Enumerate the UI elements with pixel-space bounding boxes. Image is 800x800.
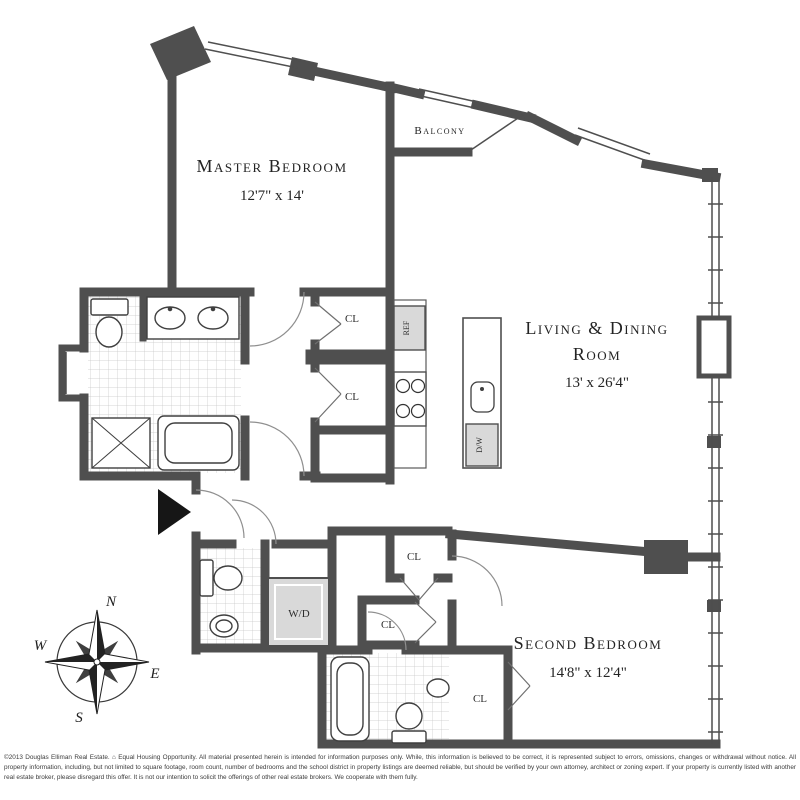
wall-blocks	[150, 26, 721, 612]
toilet-tank-icon	[391, 730, 427, 744]
compass-west-label: W	[34, 638, 48, 654]
kitchen-fixtures	[393, 299, 502, 469]
closet-label: CL	[473, 693, 487, 705]
compass-rose: N W E S	[34, 594, 160, 726]
bathtub-icon	[330, 656, 370, 742]
door-swings	[195, 113, 531, 711]
sink-icon	[426, 678, 450, 698]
toilet-bowl-icon	[95, 316, 123, 348]
toilet-bowl-icon	[213, 565, 243, 591]
master-bedroom-label: Master Bedroom	[196, 156, 347, 176]
toilet-bowl-icon	[395, 702, 423, 730]
island-sink-icon	[470, 381, 495, 413]
living-dining-dims: 13' x 26'4"	[565, 375, 629, 391]
second-bathroom-fixtures	[199, 559, 243, 638]
legal-disclaimer: ©2013 Douglas Elliman Real Estate. ⌂ Equ…	[4, 754, 796, 781]
master-bathroom-fixtures	[90, 296, 240, 471]
second-bedroom-label: Second Bedroom	[514, 633, 663, 653]
closet-label: CL	[345, 313, 359, 325]
balcony-label: Balcony	[414, 125, 465, 137]
toilet-tank-icon	[90, 298, 129, 316]
closet-label: CL	[407, 551, 421, 563]
refrigerator-label: REF	[402, 320, 411, 335]
compass-south-label: S	[75, 710, 83, 726]
washer-dryer-label: W/D	[288, 608, 309, 620]
room-labels: Master Bedroom 12'7" x 14' Balcony Livin…	[196, 125, 668, 705]
dishwasher-label: D/W	[475, 437, 484, 453]
living-dining-label-line1: Living & Dining	[525, 318, 668, 338]
master-bedroom-dims: 12'7" x 14'	[240, 188, 304, 204]
bathtub-icon	[157, 415, 240, 471]
closet-label: CL	[345, 391, 359, 403]
toilet-tank-icon	[199, 559, 214, 597]
third-bathroom-fixtures	[330, 656, 450, 744]
floor-plan-drawing: N W E S Master Bedroom 12'7" x 14' Balco…	[34, 26, 732, 749]
sink-icon	[209, 614, 239, 638]
second-bedroom-dims: 14'8" x 12'4"	[549, 665, 627, 681]
bay-window-box	[696, 315, 732, 379]
compass-north-label: N	[105, 594, 117, 610]
dishwasher-icon	[465, 423, 499, 467]
entry-arrow-icon	[158, 489, 191, 535]
closet-label: CL	[381, 619, 395, 631]
living-dining-label-line2: Room	[573, 344, 621, 364]
refrigerator-icon	[393, 305, 426, 351]
compass-east-label: E	[149, 666, 159, 682]
windows	[65, 41, 723, 744]
washer-dryer	[267, 577, 330, 647]
walls	[58, 59, 722, 749]
